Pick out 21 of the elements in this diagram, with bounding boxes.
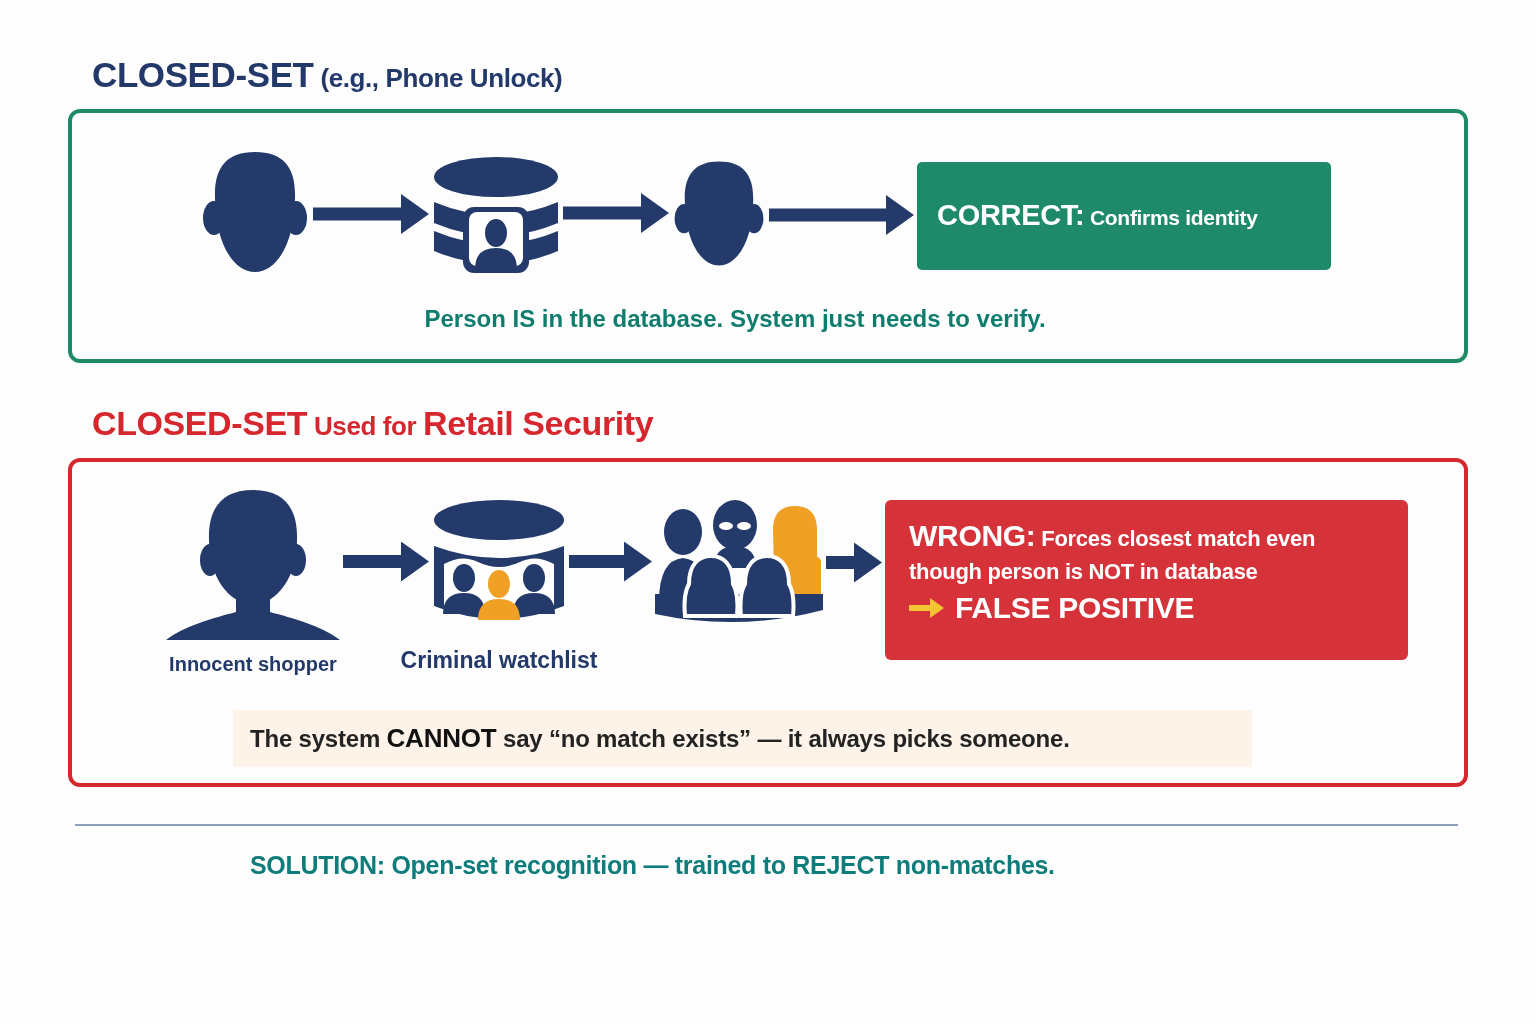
icon-caption: Innocent shopper — [169, 652, 337, 676]
database-icon — [432, 155, 560, 273]
flow-arrow — [826, 542, 882, 583]
note-banner: The system CANNOT say “no match exists” — it always picks someone. — [233, 710, 1252, 767]
result-label: FALSE POSITIVE — [955, 590, 1195, 627]
icon-caption: Criminal watchlist — [400, 647, 598, 675]
result-banner — [885, 500, 1408, 660]
person-silhouette — [166, 488, 340, 642]
flow-arrow — [563, 193, 669, 233]
head-silhouette — [672, 158, 766, 268]
section-heading: CLOSED-SET (e.g., Phone Unlock) — [92, 54, 563, 96]
solution-note: SOLUTION: Open-set recognition — trained to REJECT non-matches. — [250, 850, 1055, 880]
flow-arrow — [569, 541, 652, 582]
flow-arrow — [313, 194, 429, 234]
section-caption: Person IS in the database. System just needs to verify. — [424, 304, 1046, 334]
section-heading: CLOSED-SET Used for Retail Security — [92, 403, 654, 444]
flow-arrow — [343, 541, 429, 582]
crowd-silhouettes — [655, 498, 823, 625]
flow-arrow — [769, 195, 914, 235]
warning-text: WRONG: Forces closest match even though person is NOT in database — [909, 518, 1317, 586]
result-banner: CORRECT: Confirms identity — [917, 162, 1331, 270]
